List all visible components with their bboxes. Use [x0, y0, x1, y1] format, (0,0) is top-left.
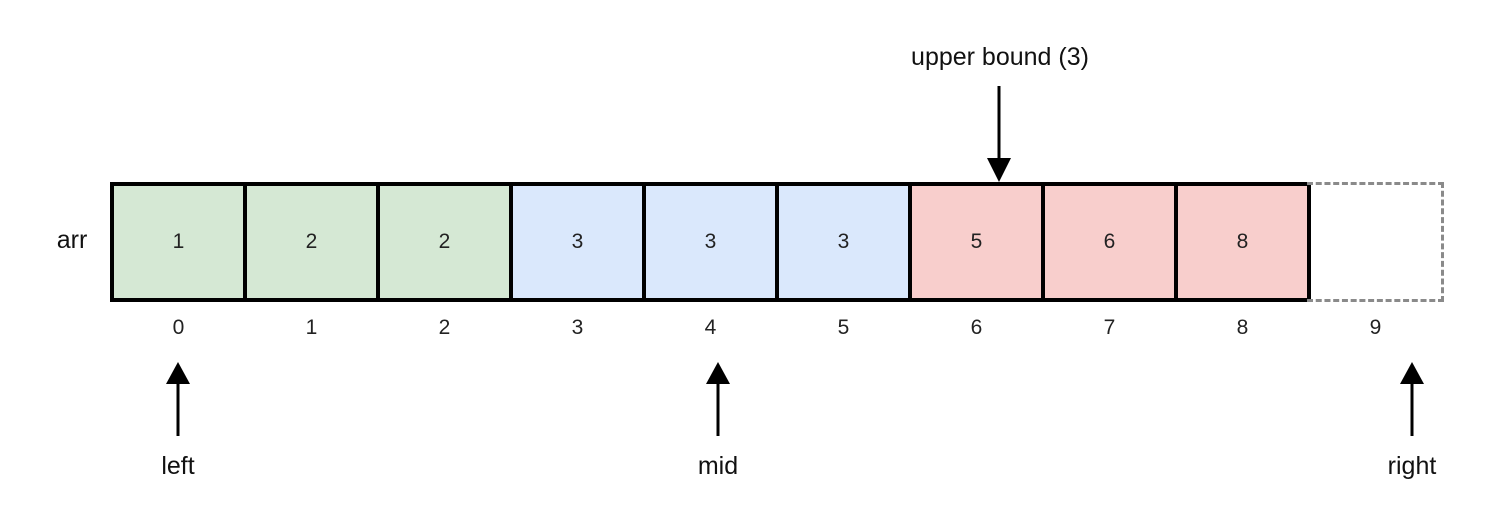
index-label-9: 9 [1369, 316, 1382, 339]
index-label-8: 8 [1236, 316, 1249, 339]
array-cell-6: 5 [908, 182, 1045, 302]
index-label-3: 3 [571, 316, 584, 339]
array-cell-3: 3 [509, 182, 646, 302]
index-label-2: 2 [438, 316, 451, 339]
index-label-4: 4 [704, 316, 717, 339]
array-cell-2: 2 [376, 182, 513, 302]
left-pointer-arrow [166, 362, 190, 436]
index-label-7: 7 [1103, 316, 1116, 339]
array-cell-5: 3 [775, 182, 912, 302]
array-cells: 1 2 2 3 3 3 5 6 8 [110, 182, 1444, 302]
mid-pointer-label: mid [697, 452, 739, 480]
array-cell-8: 8 [1174, 182, 1311, 302]
array-cell-4: 3 [642, 182, 779, 302]
index-label-0: 0 [172, 316, 185, 339]
array-indices: 0 1 2 3 4 5 6 7 8 9 [110, 316, 1444, 340]
index-label-6: 6 [970, 316, 983, 339]
array-name-label: arr [56, 226, 88, 254]
array-cell-0: 1 [110, 182, 247, 302]
mid-pointer-arrow [706, 362, 730, 436]
upper-bound-arrow [987, 86, 1011, 182]
index-label-5: 5 [837, 316, 850, 339]
right-pointer-label: right [1387, 452, 1437, 480]
left-pointer-label: left [161, 452, 195, 480]
array-cell-9-placeholder [1307, 182, 1444, 302]
right-pointer-arrow [1400, 362, 1424, 436]
index-label-1: 1 [305, 316, 318, 339]
upper-bound-label: upper bound (3) [911, 43, 1089, 71]
